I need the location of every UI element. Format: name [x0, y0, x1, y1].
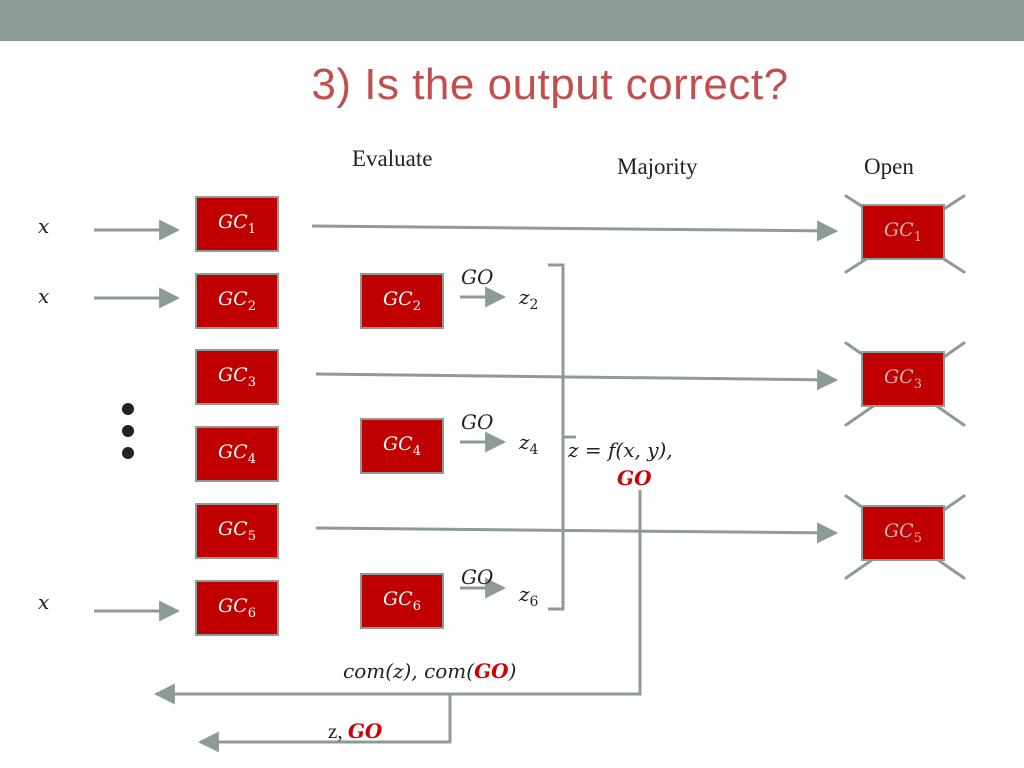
garbled-circuit-2: GC2 [195, 273, 279, 329]
garbled-circuit-1: GC1 [195, 196, 279, 252]
commit-arrow [153, 490, 642, 705]
input-x-6: x [38, 590, 50, 614]
open-arrow-gc5 [315, 522, 839, 544]
ellipsis-dot-2 [122, 425, 134, 437]
ellipsis-dot-3 [122, 447, 134, 459]
opened-circuit-5: GC5 [861, 505, 945, 561]
gc4-label: GC4 [218, 441, 256, 467]
gc5-label: GC5 [218, 518, 256, 544]
reveal-arrow [197, 694, 452, 753]
open-arrow-gc1 [311, 220, 839, 242]
gc6-label: GC6 [218, 595, 256, 621]
opened-circuit-1: GC1 [861, 204, 945, 260]
output-z6: z6 [519, 582, 539, 610]
go-label-4: GO [461, 410, 494, 434]
output-z2: z2 [519, 285, 539, 313]
gc2-label: GC2 [218, 288, 256, 314]
eval-gc2-label: GC2 [383, 288, 421, 314]
reveal-label: z, GO [328, 719, 383, 743]
top-bar [0, 0, 1024, 41]
input-x-1: x [38, 214, 50, 238]
open-header: Open [864, 154, 914, 179]
eval-gc6-label: GC6 [383, 588, 421, 614]
output-z4: z4 [519, 430, 539, 458]
majority-bracket [548, 263, 565, 611]
open-arrow-gc3 [315, 369, 839, 391]
evaluate-circuit-4: GC4 [360, 418, 444, 474]
open-gc3-label: GC3 [884, 366, 922, 392]
open-gc5-label: GC5 [884, 520, 922, 546]
go-label-6: GO [461, 565, 494, 589]
opened-circuit-3: GC3 [861, 351, 945, 407]
input-x-2: x [38, 284, 50, 308]
gc1-label: GC1 [218, 211, 256, 237]
commit-label: com(z), com(GO) [343, 659, 517, 683]
go-label-2: GO [461, 265, 494, 289]
majority-formula: z = f(x, y), [568, 438, 673, 462]
garbled-circuit-6: GC6 [195, 580, 279, 636]
evaluate-header: Evaluate [352, 146, 433, 171]
garbled-circuit-5: GC5 [195, 503, 279, 559]
evaluate-circuit-6: GC6 [360, 573, 444, 629]
open-gc1-label: GC1 [884, 219, 922, 245]
evaluate-circuit-2: GC2 [360, 273, 444, 329]
slide-title: 3) Is the output correct? [311, 60, 789, 109]
garbled-circuit-3: GC3 [195, 349, 279, 405]
gc3-label: GC3 [218, 364, 256, 390]
garbled-circuit-4: GC4 [195, 426, 279, 482]
majority-header: Majority [617, 154, 698, 179]
majority-go: GO [617, 466, 652, 490]
eval-gc4-label: GC4 [383, 433, 421, 459]
ellipsis-dot-1 [122, 403, 134, 415]
